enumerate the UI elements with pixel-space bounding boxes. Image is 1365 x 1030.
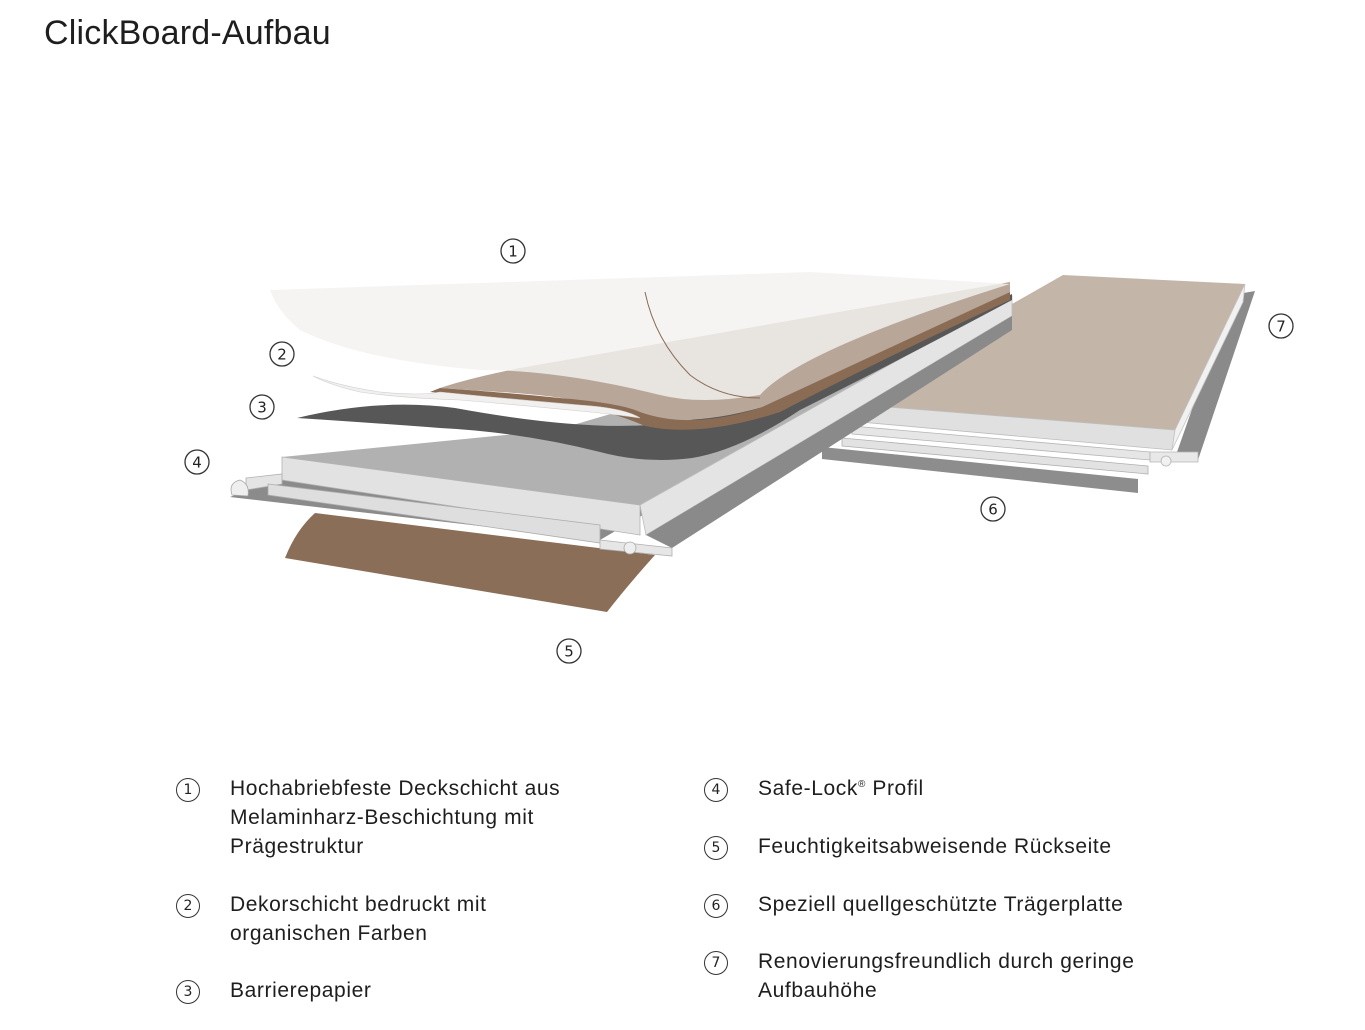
legend-text: Feuchtigkeitsabweisende Rückseite [758,835,1112,858]
legend-text: Hochabriebfeste Deckschicht aus Melaminh… [230,777,561,858]
callout-number: 3 [257,399,267,417]
legend-item-1: 1 Hochabriebfeste Deckschicht aus Melami… [176,774,646,861]
right-plank-core [1176,291,1255,460]
callout-badge [269,341,295,367]
legend-number-badge: 6 [704,894,728,918]
legend-number-badge: 4 [704,778,728,802]
legend-number-badge: 5 [704,836,728,860]
overlay-sheet [270,272,1010,400]
callout-badge [980,496,1006,522]
core-board-tongue-bead [230,479,249,497]
legend-item-2: 2 Dekorschicht bedruckt mit organischen … [176,890,646,948]
legend-text: Renovierungsfreundlich durch geringe Auf… [758,950,1135,1002]
callout-badge [500,238,526,264]
right-plank-core-side [822,447,1138,493]
callout-badge [249,394,275,420]
callout-number: 6 [988,501,998,519]
legend-text: Dekorschicht bedruckt mit organischen Fa… [230,893,487,945]
right-plank-end [1171,283,1246,451]
core-board-lower-edge [646,316,1012,548]
legend-item-4: 4 Safe-Lock® Profil [704,774,1224,803]
legend-text-brand: Safe-Lock [758,777,858,800]
callout-5: 5 [556,638,582,664]
callout-badge [556,638,582,664]
core-board [230,295,1013,557]
callout-number: 4 [192,454,202,472]
legend-text: Barrierepapier [230,979,372,1002]
core-board-click-bead [623,541,637,555]
page-title: ClickBoard-Aufbau [44,14,331,52]
callout-number: 7 [1276,318,1286,336]
callout-badge [1268,313,1294,339]
right-plank-tongue-bead [1160,455,1172,467]
core-board-front-side [281,456,641,536]
callout-number: 2 [277,346,287,364]
right-plank [822,275,1255,493]
legend-item-6: 6 Speziell quellgeschützte Trägerplatte [704,890,1224,919]
callout-number: 1 [508,243,518,261]
right-plank-top [838,275,1245,430]
callout-4: 4 [184,449,210,475]
callout-1: 1 [500,238,526,264]
callout-6: 6 [980,496,1006,522]
callout-7: 7 [1268,313,1294,339]
legend-number-badge: 1 [176,778,200,802]
legend-number-badge: 7 [704,951,728,975]
legend-item-7: 7 Renovierungsfreundlich durch geringe A… [704,947,1224,1005]
core-board-top [282,296,1012,505]
callout-number: 5 [564,643,574,661]
legend-text-rest: Profil [865,777,924,800]
legend-text: Safe-Lock® Profil [758,774,924,803]
legend-item-5: 5 Feuchtigkeitsabweisende Rückseite [704,832,1224,861]
legend-number-badge: 2 [176,894,200,918]
legend-number-badge: 3 [176,980,200,1004]
callout-badge [184,449,210,475]
legend-item-3: 3 Barrierepapier [176,976,646,1005]
decor-sheet-curl [312,375,641,419]
legend-text: Speziell quellgeschützte Trägerplatte [758,893,1124,916]
registered-mark: ® [857,779,866,790]
callout-2: 2 [269,341,295,367]
barrier-paper [297,294,1012,460]
right-plank-lip [1149,451,1199,463]
backing-layer [285,513,655,612]
clickboard-layer-diagram: 1 2 3 4 5 6 7 [184,238,1294,664]
callout-3: 3 [249,394,275,420]
overlay-peel-line [644,291,761,399]
right-plank-groove-lower [841,437,1149,475]
